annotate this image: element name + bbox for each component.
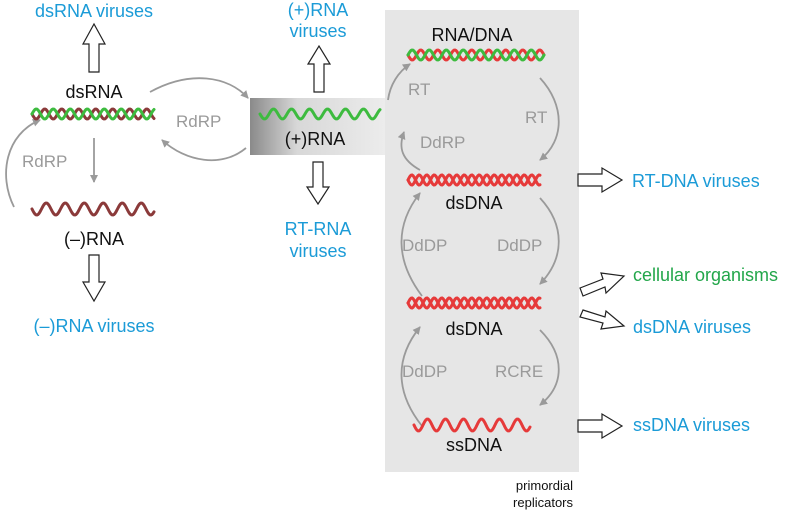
label-rt-rna-viruses-1: RT-RNA (285, 219, 352, 239)
arrow-dddp-up-1 (400, 192, 423, 297)
block-arrow-down-plus-rna (305, 161, 331, 206)
label-cellular-organisms: cellular organisms (633, 265, 778, 285)
rna-dna-strand-green (406, 48, 546, 62)
block-arrow-ssdna (577, 412, 624, 440)
arrow-rt-plus-to-rnadna (387, 63, 411, 101)
label-ssdna: ssDNA (446, 435, 502, 455)
arrow-plus-to-dsrna (161, 139, 247, 161)
label-dddp-left: DdDP (402, 236, 447, 255)
block-arrow-up-dsrna (81, 22, 107, 73)
block-arrow-down-minus-rna (81, 254, 107, 303)
label-dsdna-1: dsDNA (445, 193, 502, 213)
label-rt-upper: RT (408, 80, 430, 99)
label-plus-rna-viruses-1: (+)RNA (288, 0, 349, 20)
label-rcre: RCRE (495, 362, 543, 381)
label-dsrna: dsRNA (65, 82, 122, 102)
label-rdrp-mid: RdRP (176, 112, 221, 131)
label-rt-rna-viruses-2: viruses (289, 241, 346, 261)
label-plus-rna: (+)RNA (285, 129, 346, 149)
label-primordial-1: primordial (516, 478, 573, 493)
label-minus-rna: (–)RNA (64, 229, 124, 249)
plus-rna-box (250, 98, 385, 155)
block-arrow-cellular (579, 272, 626, 297)
arrow-dddp-up-2 (400, 326, 423, 427)
label-rt-dna-viruses: RT-DNA viruses (632, 171, 760, 191)
label-dsdna-2: dsDNA (445, 319, 502, 339)
arrow-dsrna-to-plus (149, 77, 249, 99)
label-rna-dna: RNA/DNA (431, 25, 512, 45)
ssdna-strand (412, 417, 532, 433)
plus-rna-strand (258, 107, 382, 121)
block-arrow-rt-dna (577, 166, 624, 194)
label-rt-right: RT (525, 108, 547, 127)
label-dsdna-viruses: dsDNA viruses (633, 317, 751, 337)
block-arrow-dsdna (579, 309, 626, 330)
label-minus-rna-viruses: (–)RNA viruses (33, 316, 154, 336)
nucleic-acid-strands (30, 48, 546, 433)
label-dddp-lower: DdDP (402, 362, 447, 381)
dsdna2-strand-b (406, 296, 542, 310)
arrow-dddp-down-1 (539, 197, 560, 285)
minus-rna-strand (30, 201, 156, 217)
label-primordial-2: replicators (513, 495, 573, 510)
label-dddp-right: DdDP (497, 236, 542, 255)
label-ddrp: DdRP (420, 133, 465, 152)
dsrna-strand-green (30, 107, 156, 121)
label-dsrna-viruses: dsRNA viruses (35, 1, 153, 21)
label-ssdna-viruses: ssDNA viruses (633, 415, 750, 435)
dsdna1-strand-b (406, 173, 542, 187)
arrow-rt-rnadna-to-dsdna (539, 77, 560, 161)
arrow-rdrp-minus-to-dsrna (5, 118, 41, 208)
label-plus-rna-viruses-2: viruses (289, 21, 346, 41)
label-rdrp-left: RdRP (22, 152, 67, 171)
block-arrow-up-plus-rna (306, 44, 332, 93)
arrow-ddrp-dsdna-to-plus (397, 131, 421, 171)
arrow-rcre-down (539, 329, 560, 406)
